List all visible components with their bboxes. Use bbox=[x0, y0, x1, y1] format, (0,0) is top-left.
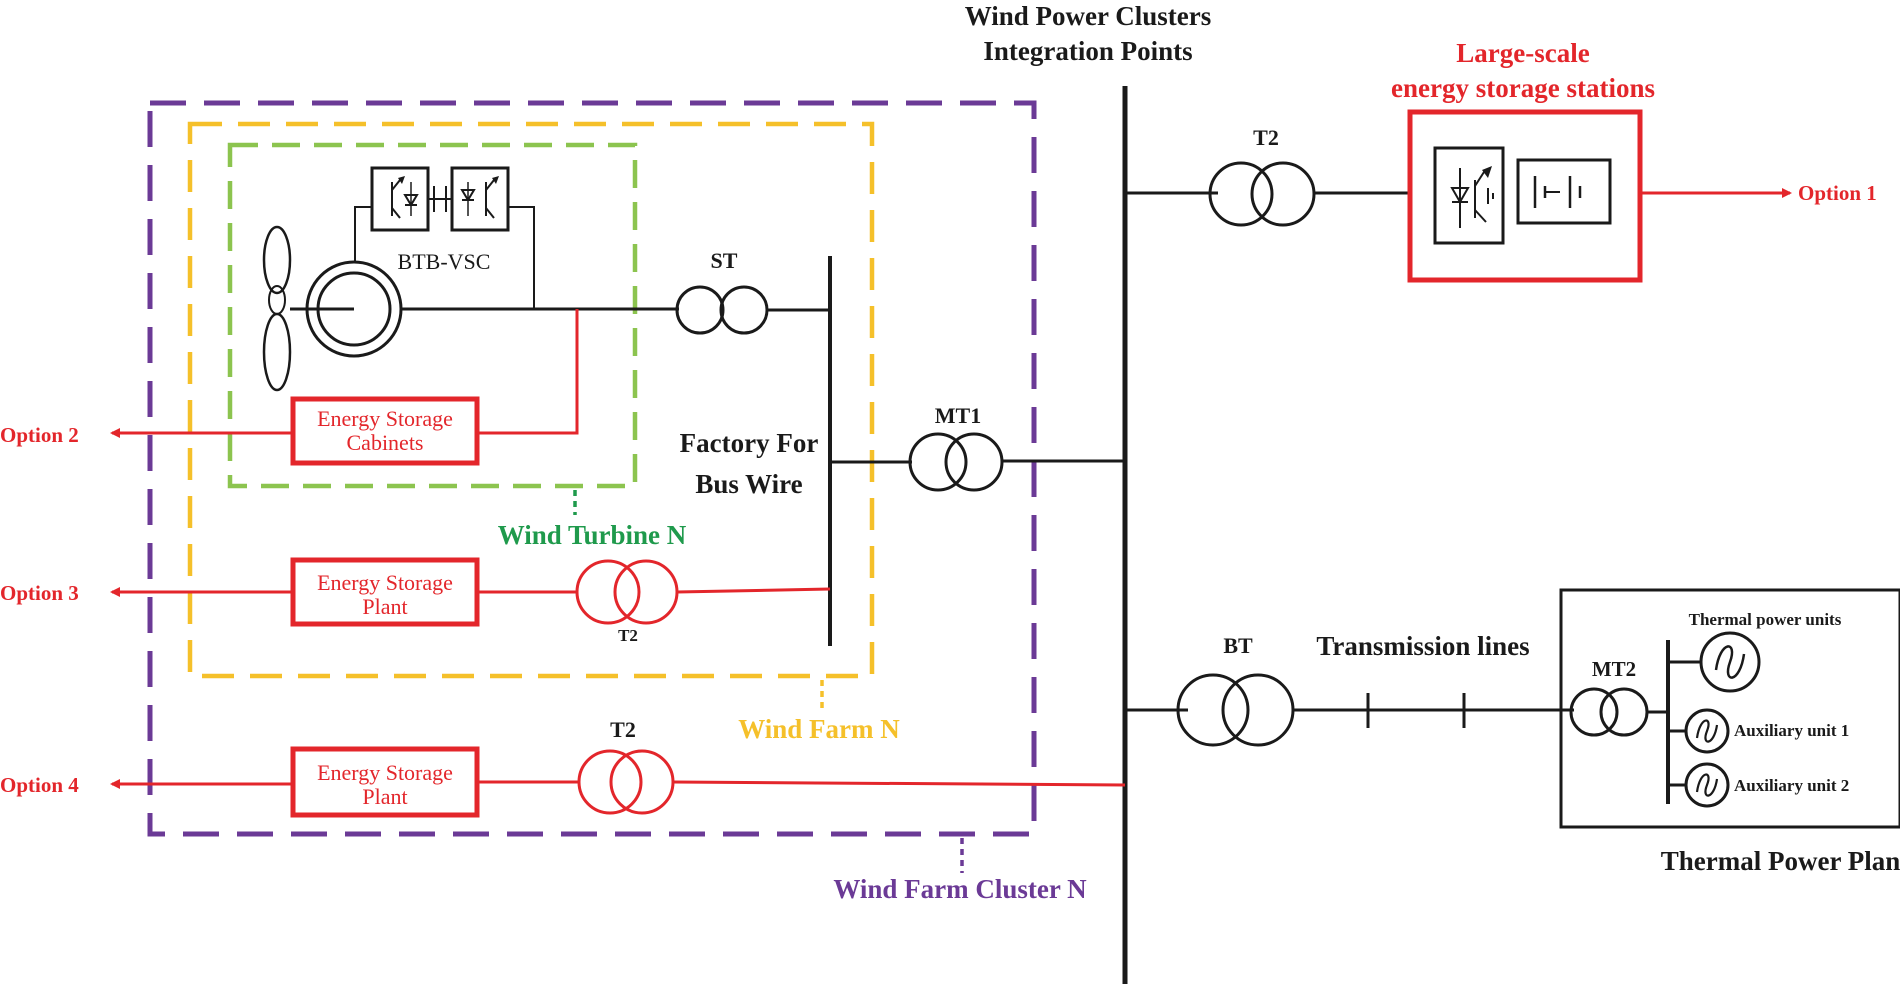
wind-farm-cluster-label: Wind Farm Cluster N bbox=[833, 874, 1087, 904]
option4-label: Option 4 bbox=[0, 773, 79, 797]
wind-farm-cluster-boundary bbox=[147, 100, 1037, 837]
cluster-storage-plant-box bbox=[290, 746, 480, 818]
cluster-plant-label-line2: Plant bbox=[362, 784, 407, 809]
option2-label: Option 2 bbox=[0, 423, 79, 447]
generator-icon bbox=[1684, 708, 1730, 754]
factory-bus-label-line2: Bus Wire bbox=[695, 469, 802, 499]
bus-to-farm-t2-line bbox=[676, 587, 831, 594]
btb-vsc-label: BTB-VSC bbox=[398, 249, 491, 274]
cabinets-label-line1: Energy Storage bbox=[317, 406, 453, 431]
farm-plant-label-line2: Plant bbox=[362, 594, 407, 619]
large-storage-title-line1: Large-scale bbox=[1456, 38, 1589, 68]
cabinet-tap-line bbox=[477, 309, 579, 435]
cabinets-label-line2: Cabinets bbox=[347, 430, 424, 455]
thermal-units-label: Thermal power units bbox=[1689, 610, 1842, 629]
wind-turbine-boundary bbox=[227, 142, 638, 489]
turbine-blade-icon bbox=[262, 225, 292, 392]
option1-label: Option 1 bbox=[1798, 181, 1877, 205]
farm-plant-label-line1: Energy Storage bbox=[317, 570, 453, 595]
converter-feed-right bbox=[508, 206, 535, 309]
cluster-plant-label-line1: Energy Storage bbox=[317, 760, 453, 785]
factory-bus-label-line1: Factory For bbox=[680, 428, 819, 458]
integration-to-cluster-t2-line bbox=[672, 780, 1126, 787]
option3-label: Option 3 bbox=[0, 581, 79, 605]
st-transformer-label: ST bbox=[711, 248, 738, 273]
auxiliary-unit1-label: Auxiliary unit 1 bbox=[1734, 721, 1849, 740]
transformer-icon bbox=[575, 559, 679, 625]
transmission-lines-label: Transmission lines bbox=[1316, 631, 1529, 661]
thermal-power-plant-title: Thermal Power Plant bbox=[1661, 846, 1900, 876]
wind-farm-boundary bbox=[187, 121, 875, 679]
transformer-icon bbox=[908, 432, 1004, 492]
transformer-icon bbox=[675, 285, 769, 335]
bt-transformer-label: BT bbox=[1223, 633, 1253, 658]
wind-farm-label: Wind Farm N bbox=[738, 714, 900, 744]
transformer-icon bbox=[1208, 161, 1316, 227]
thermal-power-plant-box bbox=[1559, 588, 1900, 829]
btb-vsc-converter-icon bbox=[370, 166, 510, 232]
large-storage-transformer-label: T2 bbox=[1253, 125, 1279, 150]
large-storage-station-box bbox=[1407, 109, 1643, 283]
integration-title-line2: Integration Points bbox=[983, 36, 1192, 66]
mt2-transformer-label: MT2 bbox=[1592, 657, 1636, 681]
converter-feed-left bbox=[354, 206, 372, 262]
generator-icon bbox=[1699, 631, 1761, 693]
mt1-transformer-label: MT1 bbox=[935, 403, 981, 428]
transformer-icon bbox=[1176, 673, 1295, 747]
transformer-icon bbox=[577, 749, 675, 815]
farm-t2-label: T2 bbox=[618, 626, 638, 645]
energy-storage-cabinets-box bbox=[290, 396, 480, 466]
battery-icon bbox=[1516, 158, 1612, 225]
generator-icon bbox=[1684, 762, 1730, 808]
large-storage-title-line2: energy storage stations bbox=[1391, 73, 1655, 103]
integration-title-line1: Wind Power Clusters bbox=[965, 1, 1212, 31]
transformer-icon bbox=[1569, 687, 1649, 737]
cluster-t2-label: T2 bbox=[610, 717, 636, 742]
converter-icon bbox=[1433, 146, 1505, 245]
auxiliary-unit2-label: Auxiliary unit 2 bbox=[1734, 776, 1849, 795]
wind-turbine-label: Wind Turbine N bbox=[498, 520, 687, 550]
